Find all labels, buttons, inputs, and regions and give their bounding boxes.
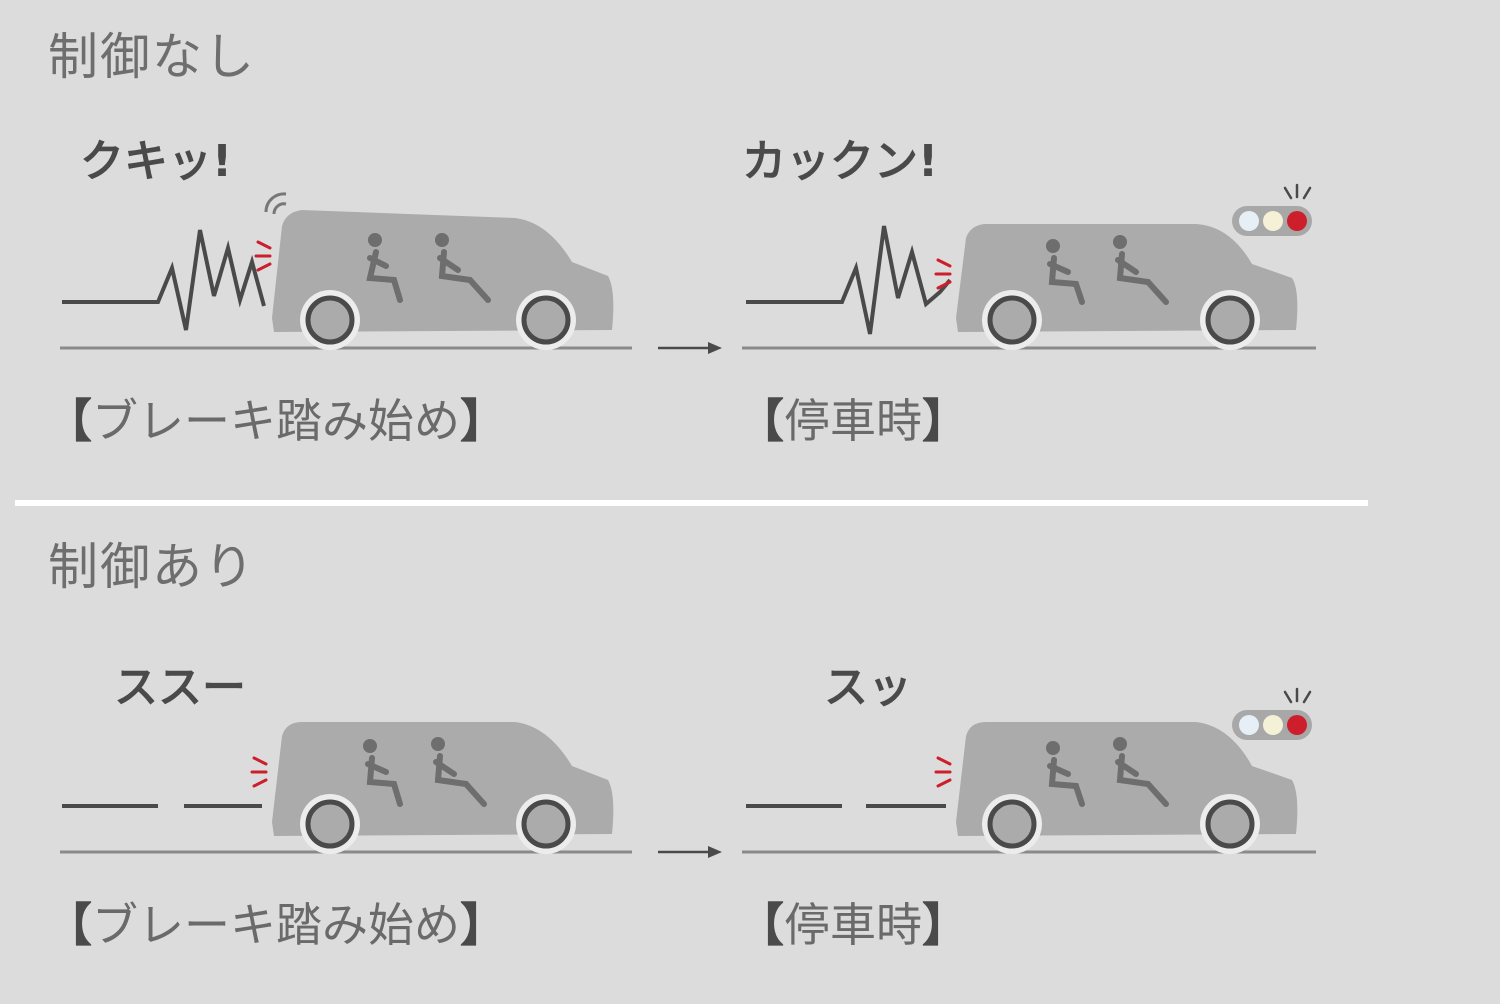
wheel-icon: [516, 290, 576, 350]
passenger-icon: [1113, 235, 1169, 305]
traffic-light-icon: [1232, 183, 1312, 236]
scene-with-control: [0, 504, 1500, 858]
scene-stop-with-control: [742, 687, 1316, 854]
bracket-open: 【: [738, 394, 784, 448]
wheel-icon: [1200, 290, 1260, 350]
scene-stop-no-control: [742, 183, 1316, 350]
arrow-icon: [658, 846, 722, 858]
section-divider: [15, 500, 1368, 506]
bracket-close: 】: [922, 394, 968, 448]
caption-text: ブレーキ踏み始め: [92, 898, 460, 952]
passenger-icon: [431, 737, 487, 807]
caption-start-with-control: 【ブレーキ踏み始め】: [46, 902, 506, 948]
bracket-close: 】: [460, 898, 506, 952]
wheel-icon: [300, 794, 360, 854]
sound-start-with-control: ススー: [114, 662, 246, 713]
wheel-icon: [300, 290, 360, 350]
bracket-open: 【: [46, 394, 92, 448]
passenger-icon: [1046, 741, 1085, 807]
wheel-icon: [516, 794, 576, 854]
sound-start-no-control: クキッ!: [80, 136, 233, 187]
bracket-close: 】: [922, 898, 968, 952]
wheel-icon: [1200, 794, 1260, 854]
caption-text: 停車時: [784, 898, 922, 952]
jerk-waveform: [746, 225, 952, 335]
brake-light-icon: [250, 756, 268, 788]
brake-light-icon: [254, 240, 272, 272]
section-title-with-control: 制御あり: [48, 538, 256, 596]
brake-light-icon: [934, 756, 952, 788]
passenger-icon: [366, 233, 403, 303]
wheel-icon: [982, 794, 1042, 854]
passenger-icon: [1046, 239, 1085, 305]
scene-start-no-control: [60, 192, 632, 350]
sound-stop-no-control: カックン!: [742, 136, 939, 187]
caption-stop-with-control: 【停車時】: [738, 902, 968, 948]
scene-no-control: [0, 0, 1500, 354]
scene-start-with-control: [60, 722, 632, 854]
jerk-waveform: [62, 229, 266, 331]
passenger-icon: [363, 739, 403, 807]
section-title-no-control: 制御なし: [48, 28, 256, 86]
arrow-icon: [658, 342, 722, 354]
sound-stop-with-control: スッ: [824, 662, 912, 713]
caption-stop-no-control: 【停車時】: [738, 398, 968, 444]
brake-light-icon: [934, 258, 952, 290]
bracket-close: 】: [460, 394, 506, 448]
wheel-icon: [982, 290, 1042, 350]
passenger-icon: [435, 233, 491, 303]
traffic-light-icon: [1232, 687, 1312, 740]
caption-text: ブレーキ踏み始め: [92, 394, 460, 448]
vibration-mark-icon: [264, 192, 287, 215]
caption-start-no-control: 【ブレーキ踏み始め】: [46, 398, 506, 444]
caption-text: 停車時: [784, 394, 922, 448]
bracket-open: 【: [46, 898, 92, 952]
passenger-icon: [1113, 737, 1169, 807]
bracket-open: 【: [738, 898, 784, 952]
